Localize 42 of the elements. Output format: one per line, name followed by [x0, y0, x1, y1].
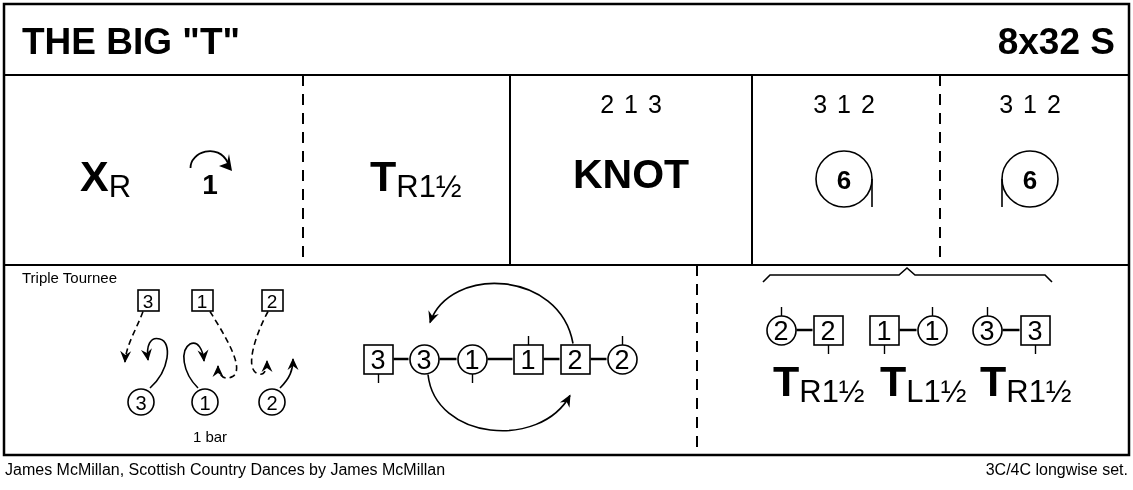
circle-figure-symbol: 6 [1001, 150, 1059, 208]
dancer-square: 2 [559, 343, 591, 375]
dance-format: 8x32 S [997, 23, 1115, 60]
circle-figure-symbol: 6 [815, 150, 873, 208]
dancer-circle: 3 [127, 388, 155, 416]
position-numbers: 3 1 2 [813, 92, 875, 117]
dashed-arrow [250, 310, 273, 375]
dance-title: THE BIG "T" [22, 23, 241, 60]
curved-arrow [183, 342, 209, 389]
figure-name: Triple Tournee [22, 270, 118, 285]
connector-line [1002, 328, 1020, 332]
figure-label: T$_{R1½}$ [773, 360, 865, 409]
position-numbers: 3 1 2 [999, 92, 1061, 117]
connector-line [796, 328, 813, 332]
dashed-arrow [120, 310, 144, 363]
connector-line [439, 357, 457, 361]
curved-arrow [429, 282, 574, 345]
figure-label: T$_{R1½}$ [980, 360, 1072, 409]
credit-text: James McMillan, Scottish Country Dances by James McMillan [5, 462, 446, 478]
connector-line [543, 357, 560, 361]
figure-label: T$_{L1½}$ [880, 360, 967, 409]
position-numbers: 2 1 3 [600, 92, 662, 117]
connector-line [393, 357, 409, 361]
dancer-square: 2 [260, 288, 284, 312]
set-type: 3C/4C longwise set. [985, 462, 1128, 478]
dancer-circle: 1 [191, 388, 219, 416]
curved-arrow [427, 373, 571, 432]
dancer-number: 1 [202, 171, 218, 199]
duration-note: 1 bar [192, 429, 228, 444]
dancer-circle: 2 [258, 388, 286, 416]
connector-line [590, 357, 607, 361]
connector-line [487, 357, 513, 361]
curved-arrow [141, 337, 169, 389]
dashed-arrow [209, 310, 238, 379]
dancer-circle: 3 [408, 343, 440, 375]
figure-label: T$_{R1½}$ [370, 155, 462, 204]
figure-label: KNOT [572, 154, 690, 195]
curved-arrow [279, 358, 299, 389]
dancer-square: 1 [190, 288, 214, 312]
dancer-square: 3 [136, 288, 160, 312]
connector-line [899, 328, 917, 332]
figure-label: X$_{R}$ [80, 155, 132, 204]
